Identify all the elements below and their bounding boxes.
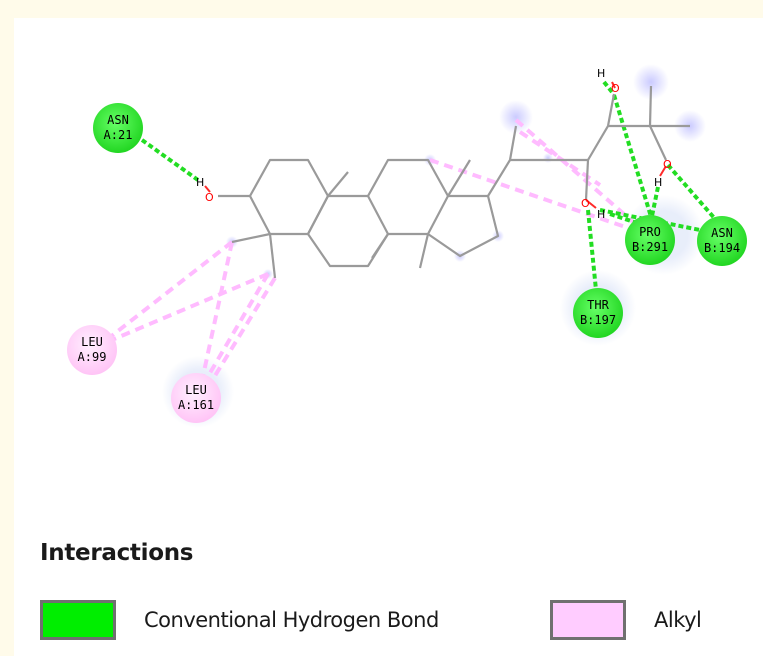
residue-name: PRO	[639, 225, 661, 239]
residue-leu-a99[interactable]: LEU A:99	[67, 325, 117, 375]
residue-chain: A:161	[178, 398, 214, 412]
residue-name: ASN	[107, 113, 129, 127]
residue-asn-a21[interactable]: ASN A:21	[93, 103, 143, 153]
atom-glows	[162, 64, 706, 428]
residue-chain: B:194	[704, 241, 740, 255]
residue-leu-a161[interactable]: LEU A:161	[171, 373, 221, 423]
residue-chain: A:21	[104, 128, 133, 142]
legend-swatch-hbond	[40, 600, 116, 640]
hydroxyl-bonds	[204, 81, 667, 209]
hydrogen-atom: H	[654, 176, 662, 189]
hydrogen-atom: H	[597, 67, 605, 80]
legend-item-alkyl: Alkyl	[550, 596, 702, 644]
oxygen-atom: O	[611, 82, 620, 95]
residue-chain: B:291	[632, 240, 668, 254]
residue-chain: B:197	[580, 313, 616, 327]
legend-title: Interactions	[40, 540, 194, 566]
atom-labels: H O H O O H O H	[196, 67, 672, 221]
residue-name: LEU	[185, 383, 207, 397]
hydrogen-atom: H	[196, 176, 204, 189]
residue-thr-b197[interactable]: THR B:197	[573, 288, 623, 338]
residue-name: ASN	[711, 226, 733, 240]
ligand-skeleton	[218, 85, 690, 279]
interaction-diagram: H O H O O H O H ASN A:21 LEU A:99 LEU A:…	[67, 64, 747, 428]
legend-item-hbond: Conventional Hydrogen Bond	[40, 596, 439, 644]
residue-name: THR	[587, 298, 609, 312]
legend-label-alkyl: Alkyl	[654, 608, 702, 632]
legend-swatch-alkyl	[550, 600, 626, 640]
hydrogen-atom: H	[597, 208, 605, 221]
oxygen-atom: O	[205, 191, 214, 204]
legend-label-hbond: Conventional Hydrogen Bond	[144, 608, 439, 632]
residue-pro-b291[interactable]: PRO B:291	[625, 215, 675, 265]
residue-chain: A:99	[78, 350, 107, 364]
residue-asn-b194[interactable]: ASN B:194	[697, 216, 747, 266]
oxygen-atom: O	[663, 158, 672, 171]
residue-name: LEU	[81, 335, 103, 349]
oxygen-atom: O	[581, 197, 590, 210]
